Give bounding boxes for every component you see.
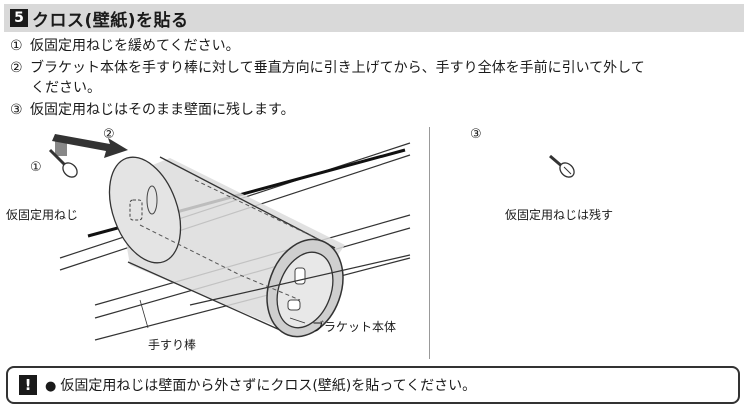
instruction-2-continuation: ください。 (31, 80, 101, 96)
instruction-1-text: 仮固定用ねじを緩めてください。 (30, 38, 240, 54)
caution-text: ●仮固定用ねじは壁面から外さずにクロス(壁紙)を貼ってください。 (45, 375, 476, 395)
screw-remains-label: 仮固定用ねじは残す (505, 208, 614, 222)
bracket-body-label: ブラケット本体 (312, 320, 397, 334)
figure-divider (429, 127, 430, 359)
pull-arrow-icon (52, 134, 128, 158)
remaining-screw-icon (549, 154, 575, 178)
bullet-icon: ● (45, 379, 57, 394)
step-number-badge: 5 (10, 9, 28, 27)
instruction-2-text: ブラケット本体を手すり棒に対して垂直方向に引き上げてから、手すり全体を手前に引い… (30, 60, 645, 76)
temporary-screw-icon (48, 138, 78, 178)
instruction-3-number: ③ (10, 102, 23, 118)
instruction-1-number: ① (10, 38, 23, 54)
instruction-2-number: ② (10, 60, 23, 76)
step-2-marker: ② (103, 127, 115, 142)
handrail-rod-label: 手すり棒 (148, 338, 197, 352)
section-header: 5 クロス(壁紙)を貼る (4, 4, 744, 32)
step-1-marker: ① (30, 160, 42, 175)
step-3-marker: ③ (470, 127, 482, 142)
caution-message: 仮固定用ねじは壁面から外さずにクロス(壁紙)を貼ってください。 (60, 378, 477, 394)
bracket-removal-illustration (48, 134, 411, 341)
exclamation-icon: ! (19, 375, 37, 395)
instruction-3: ③ 仮固定用ねじはそのまま壁面に残します。 (10, 100, 295, 120)
instruction-3-text: 仮固定用ねじはそのまま壁面に残します。 (30, 102, 295, 118)
instruction-1: ① 仮固定用ねじを緩めてください。 (10, 36, 240, 56)
section-title: クロス(壁紙)を貼る (32, 10, 189, 31)
temporary-screw-label: 仮固定用ねじ (6, 208, 79, 222)
bracket-body-shape (108, 156, 345, 338)
instruction-2: ② ブラケット本体を手すり棒に対して垂直方向に引き上げてから、手すり全体を手前に引… (10, 58, 645, 78)
caution-note: ! ●仮固定用ねじは壁面から外さずにクロス(壁紙)を貼ってください。 (6, 366, 740, 404)
